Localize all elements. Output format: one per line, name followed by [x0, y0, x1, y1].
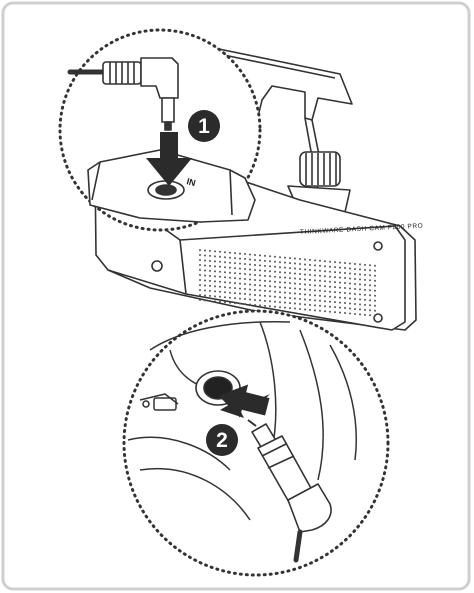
- step-2-number: 2: [216, 429, 228, 452]
- arrow-down-icon: [146, 132, 192, 186]
- speaker-grille: [199, 249, 376, 317]
- step-2-badge: 2: [206, 424, 238, 456]
- dc-plug-icon: [67, 57, 179, 131]
- arrow-right-icon: [218, 384, 270, 418]
- car-charger-icon: [247, 419, 332, 563]
- port-label: IN: [185, 176, 196, 188]
- power-socket-icon: [195, 370, 241, 406]
- mount-knob-icon: [299, 151, 341, 187]
- step-1-badge: 1: [188, 110, 220, 142]
- detail-circle-1: IN 1: [58, 28, 262, 232]
- detail-circle-2: 2: [122, 309, 390, 577]
- step-1-number: 1: [198, 115, 210, 138]
